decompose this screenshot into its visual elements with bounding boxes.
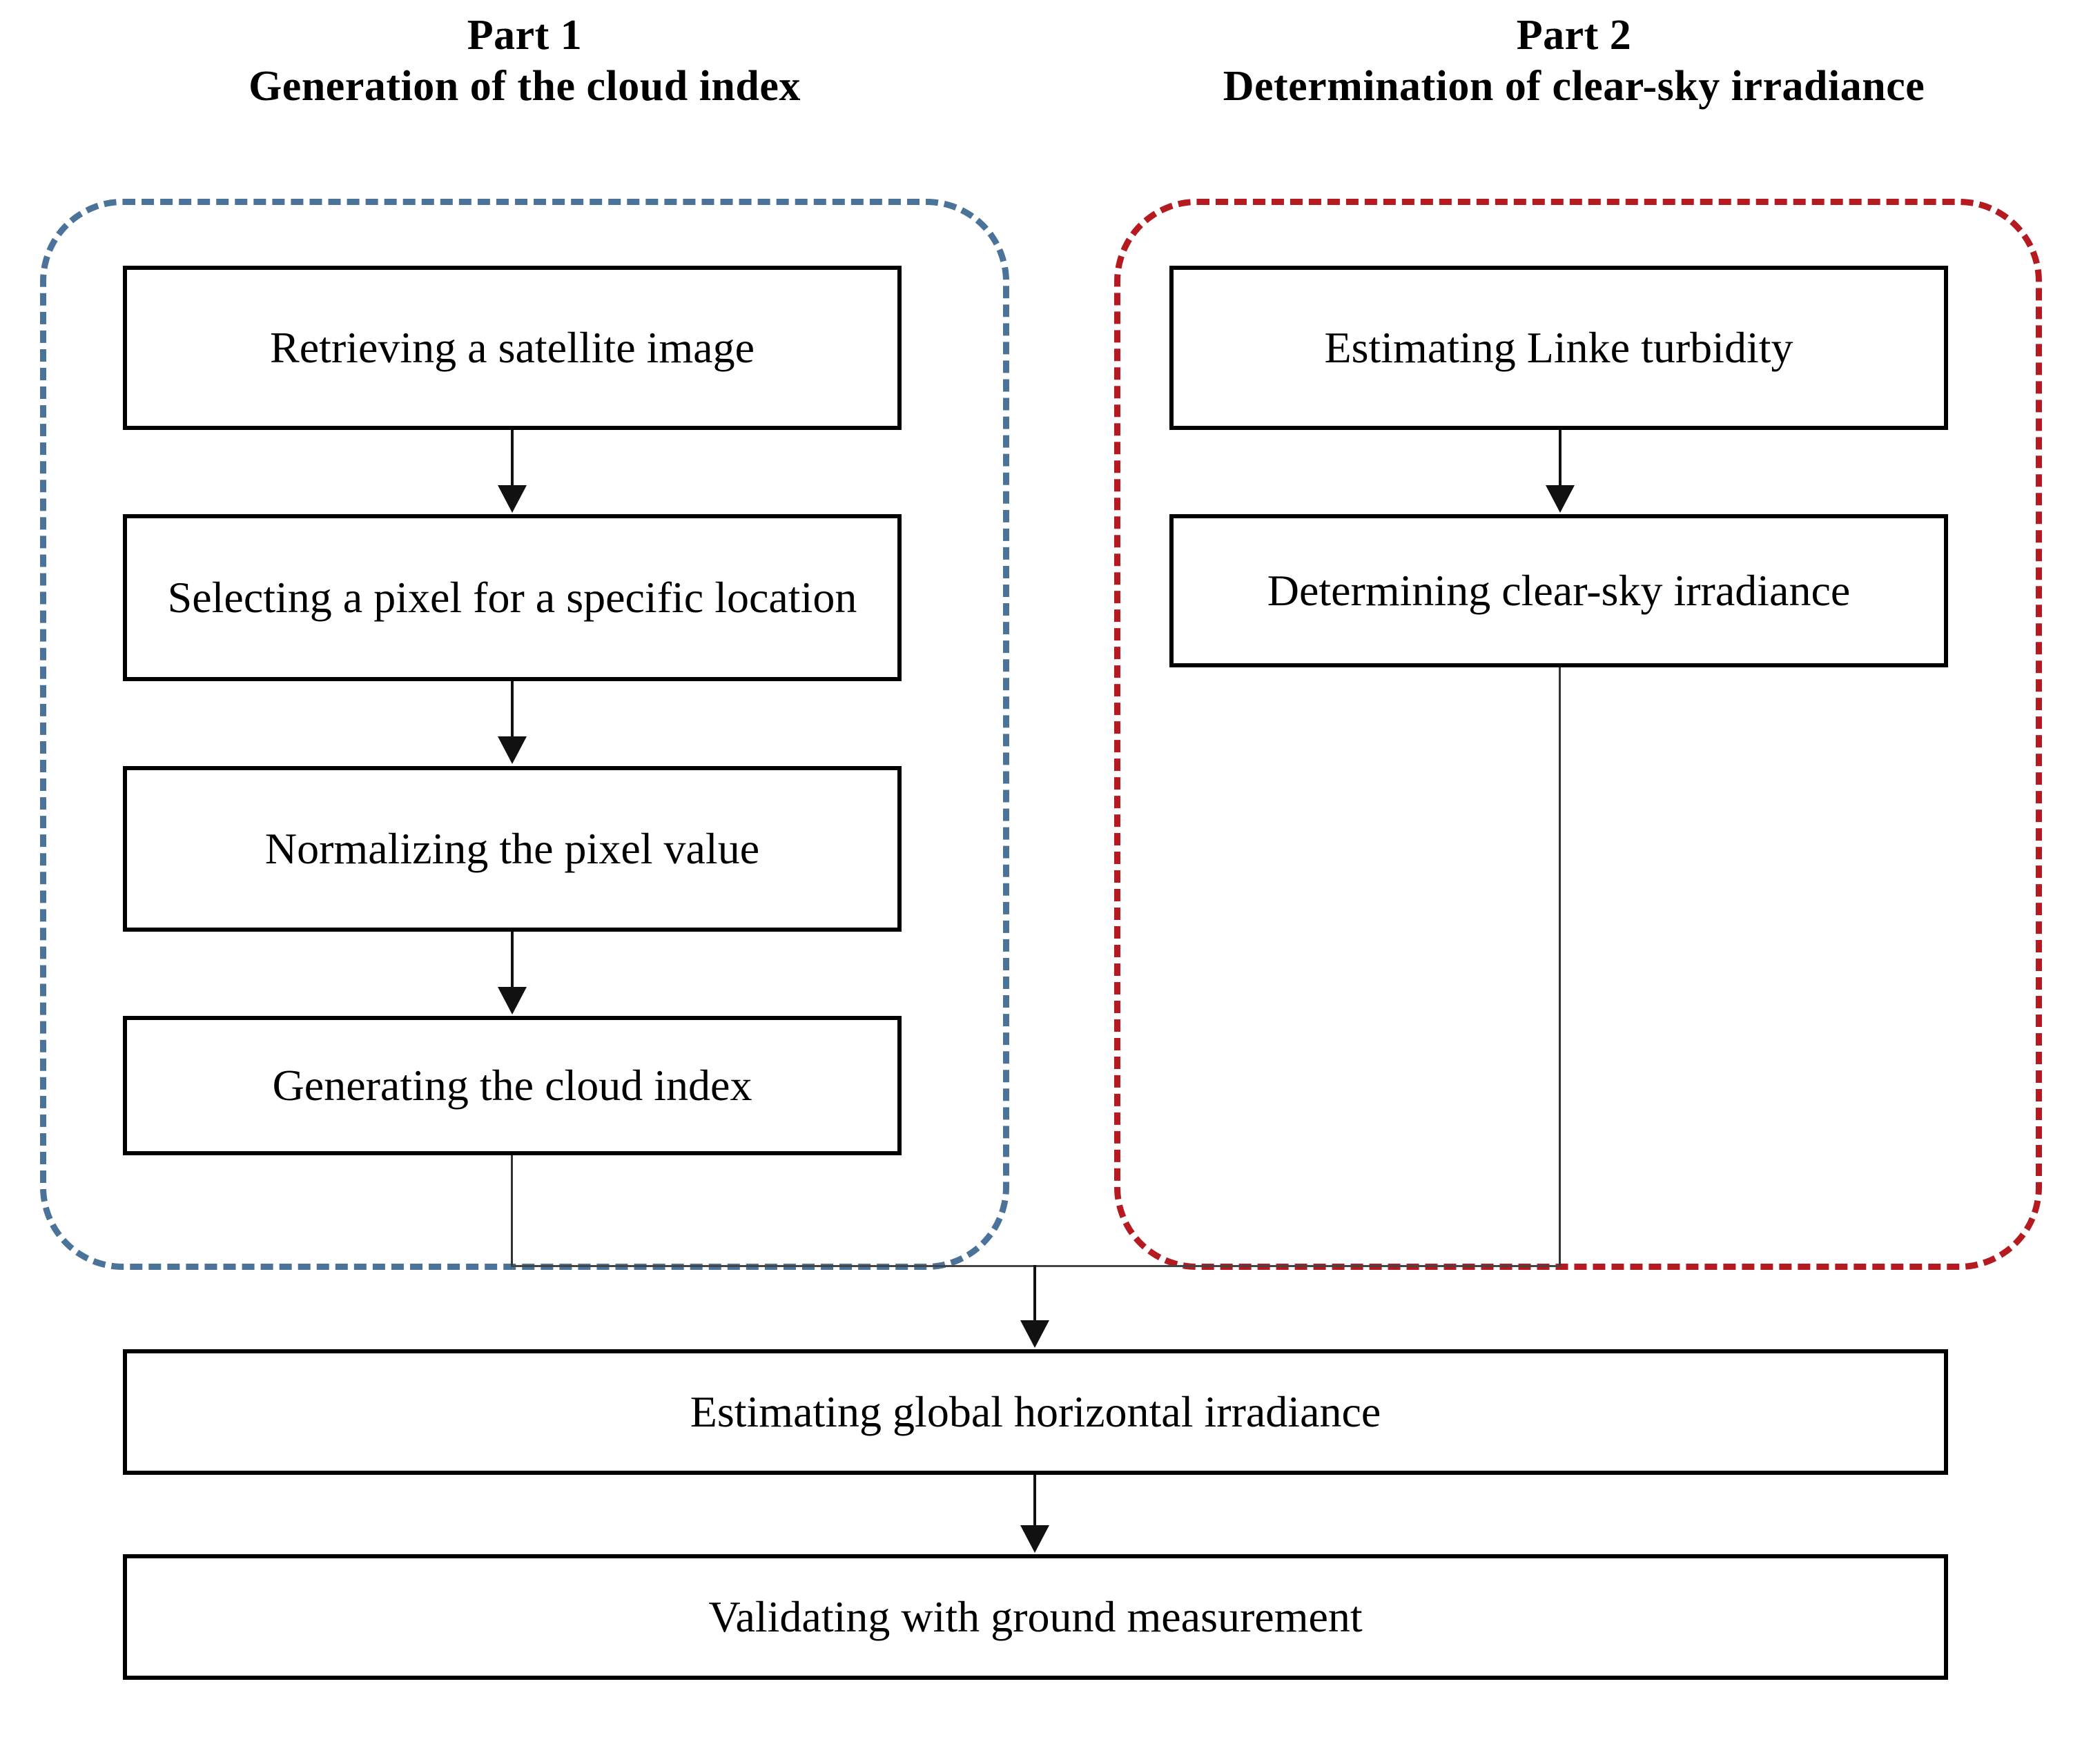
connector-retrieve-to-select (511, 430, 514, 487)
node-label: Selecting a pixel for a specific locatio… (167, 573, 857, 622)
part2-group-container (1114, 199, 2042, 1270)
arrowhead-down-icon (1546, 485, 1575, 513)
node-label: Retrieving a satellite image (270, 323, 755, 372)
node-selecting-pixel-for-location[interactable]: Selecting a pixel for a specific locatio… (123, 514, 902, 681)
node-estimating-global-horizontal-irradiance[interactable]: Estimating global horizontal irradiance (123, 1349, 1948, 1475)
arrowhead-down-icon (498, 987, 527, 1015)
arrowhead-down-icon (1020, 1320, 1049, 1348)
node-label: Estimating Linke turbidity (1324, 323, 1793, 372)
connector-merge-to-ghi (1033, 1265, 1036, 1322)
part1-heading: Part 1 Generation of the cloud index (41, 10, 1008, 112)
connector-select-to-normalize (511, 681, 514, 738)
node-generating-cloud-index[interactable]: Generating the cloud index (123, 1016, 902, 1155)
connector-cloud-index-down-rail (511, 1155, 513, 1267)
node-determining-clear-sky-irradiance[interactable]: Determining clear-sky irradiance (1169, 514, 1948, 667)
arrowhead-down-icon (498, 736, 527, 764)
node-label: Estimating global horizontal irradiance (690, 1387, 1381, 1436)
arrowhead-down-icon (1020, 1525, 1049, 1553)
part2-heading: Part 2 Determination of clear-sky irradi… (1077, 10, 2071, 112)
node-estimating-linke-turbidity[interactable]: Estimating Linke turbidity (1169, 266, 1948, 430)
node-validating-with-ground-measurement[interactable]: Validating with ground measurement (123, 1554, 1948, 1680)
node-label: Determining clear-sky irradiance (1267, 566, 1851, 615)
connector-ghi-to-validate (1033, 1475, 1036, 1525)
connector-linke-to-clear-sky (1559, 430, 1562, 487)
node-label: Generating the cloud index (272, 1061, 752, 1110)
part2-number: Part 2 (1516, 12, 1632, 59)
part1-title-text: Generation of the cloud index (249, 63, 801, 110)
connector-clear-sky-down-rail (1559, 667, 1561, 1267)
part1-number: Part 1 (467, 12, 583, 59)
arrowhead-down-icon (498, 485, 527, 513)
node-label: Validating with ground measurement (708, 1592, 1363, 1641)
node-normalizing-pixel-value[interactable]: Normalizing the pixel value (123, 766, 902, 932)
connector-normalize-to-cloud-index (511, 932, 514, 988)
node-retrieving-satellite-image[interactable]: Retrieving a satellite image (123, 266, 902, 430)
node-label: Normalizing the pixel value (264, 824, 760, 873)
part2-title-text: Determination of clear-sky irradiance (1223, 63, 1925, 110)
